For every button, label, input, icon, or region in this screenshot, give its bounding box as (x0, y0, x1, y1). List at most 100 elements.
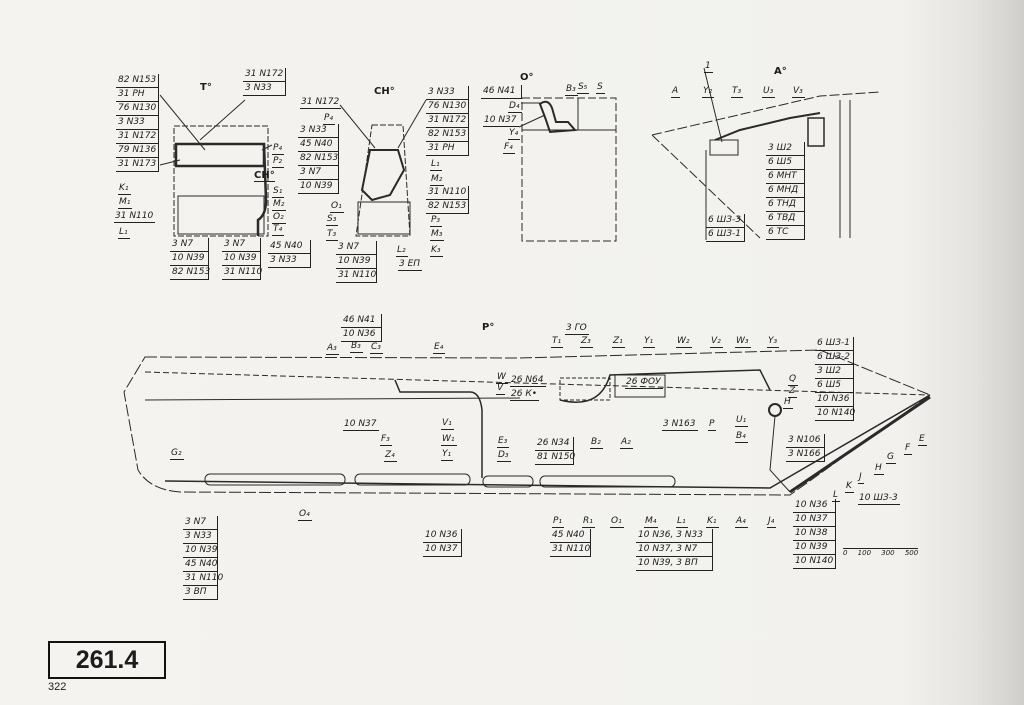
callout-label: P (708, 419, 717, 431)
callout-label: W₂ (676, 336, 692, 348)
callout-label: J (858, 472, 864, 484)
callout-stack-item: 10 N39 (222, 252, 260, 266)
callout-label: 3 ГО (565, 323, 589, 335)
callout-label: G₂ (170, 448, 184, 460)
callout-stack-item: 10 N140 (815, 407, 855, 421)
callout-stack-item: 3 ВП (183, 586, 217, 600)
callout-stack-item: 10 N37 (423, 543, 461, 557)
callout-stack-item: 31 N172 (426, 114, 468, 128)
callout-stack-item: 10 N37 (793, 513, 835, 527)
callout-stack-item: 31 N110 (336, 269, 376, 283)
callout-stack-item: 45 N40 (550, 529, 590, 543)
callout-stack-item: 31 N173 (116, 158, 158, 172)
callout-stack-item: 31 N110 (550, 543, 590, 557)
callout-label: V₃ (792, 86, 805, 98)
callout-label: F₄ (503, 142, 515, 154)
callout-label: K₁ (706, 516, 719, 528)
callout-label: S (596, 82, 605, 94)
callout-stack-item: 31 N110 (426, 186, 468, 200)
callout-label: 3 ЕП (398, 259, 423, 271)
callout-label: P₃ (430, 215, 443, 227)
callout-label: M₂ (430, 174, 445, 186)
callout-stack-item: 46 N41 (341, 314, 381, 328)
callout-label: W₃ (735, 336, 751, 348)
callout-stack-item: 31 РН (116, 88, 158, 102)
callout-label: O₁ (330, 201, 344, 213)
callout-label: E (918, 434, 927, 446)
callout-label: F₃ (380, 434, 392, 446)
figure-number: 261.4 (48, 641, 166, 679)
callout-stack-item: 3 N33 (298, 124, 338, 138)
callout-label: B₄ (735, 431, 748, 443)
callout-label: 26 К• (510, 389, 540, 401)
callout-label: P₄ (272, 143, 285, 155)
callout-label: M₃ (430, 229, 445, 241)
callout-stack-item: 76 N130 (426, 100, 468, 114)
callout-label: Y₁ (643, 336, 656, 348)
callout-stack-item: 10 N39 (183, 544, 218, 558)
view-t-title: Т° (200, 82, 212, 93)
callout-label: T₃ (731, 86, 744, 98)
callout-stack-item: 31 N110 (222, 266, 262, 280)
callout-label: D₄ (508, 101, 522, 113)
callout-label: H (783, 397, 793, 409)
callout-label: K₃ (430, 245, 443, 257)
callout-label: Z₃ (580, 336, 593, 348)
callout-stack-item: 3 N33 (426, 86, 468, 100)
callout-label: 3 N163 (662, 419, 698, 431)
callout-label: 26 ФОУ (625, 377, 663, 389)
callout-label: Y₃ (767, 336, 780, 348)
callout-stack-item: 6 Ш5 (766, 156, 804, 170)
view-o-title: О° (520, 72, 534, 83)
callout-label: O₁ (610, 516, 624, 528)
callout-label: L₁ (430, 159, 442, 171)
callout-label: 31 N110 (114, 211, 156, 223)
callout-stack-item: 82 N153 (426, 200, 468, 214)
callout-label: Z₄ (384, 450, 397, 462)
callout-stack-item: 6 МНД (766, 184, 804, 198)
callout-label: L₁ (118, 227, 130, 239)
callout-label: L (832, 490, 841, 502)
callout-label: M₂ (272, 199, 287, 211)
callout-label: E₃ (497, 436, 510, 448)
callout-stack-item: 6 ТВД (766, 212, 804, 226)
callout-stack-item: 10 N38 (793, 527, 835, 541)
callout-stack-item: 46 N41 (481, 85, 521, 99)
callout-stack-item: 3 Ш2 (766, 142, 804, 156)
callout-stack-item: 82 N153 (170, 266, 210, 280)
callout-label: P₄ (323, 113, 336, 125)
view-ch-title: СН° (374, 86, 395, 97)
callout-stack-item: 3 N7 (222, 238, 260, 252)
callout-stack-item: 3 N33 (243, 82, 285, 96)
callout-label: A (671, 86, 681, 98)
callout-label: K₁ (118, 183, 131, 195)
callout-label: A₄ (735, 516, 748, 528)
callout-stack-item: 3 N33 (268, 254, 310, 268)
view-a-title: А° (774, 66, 787, 77)
view-a-drawing (651, 67, 881, 240)
callout-stack-item: 3 N7 (170, 238, 208, 252)
callout-label: G (886, 452, 896, 464)
callout-label: Z (788, 386, 798, 398)
callout-stack-item: 10 N39, 3 ВП (636, 557, 712, 571)
callout-stack-item: 6 ШЗ-2 (815, 351, 853, 365)
callout-label: V (496, 383, 506, 395)
callout-label: S₅ (577, 82, 590, 94)
callout-label: T₁ (551, 336, 564, 348)
callout-stack-item: 10 N39 (298, 180, 338, 194)
callout-label: L₁ (676, 516, 688, 528)
callout-label: F (904, 443, 913, 455)
callout-stack-item: 10 N140 (793, 555, 835, 569)
callout-stack-item: 45 N40 (183, 558, 218, 572)
callout-stack-item: 45 N40 (268, 240, 310, 254)
callout-stack-item: 3 N166 (786, 448, 824, 462)
callout-stack-item: 6 ШЗ-1 (815, 337, 853, 351)
